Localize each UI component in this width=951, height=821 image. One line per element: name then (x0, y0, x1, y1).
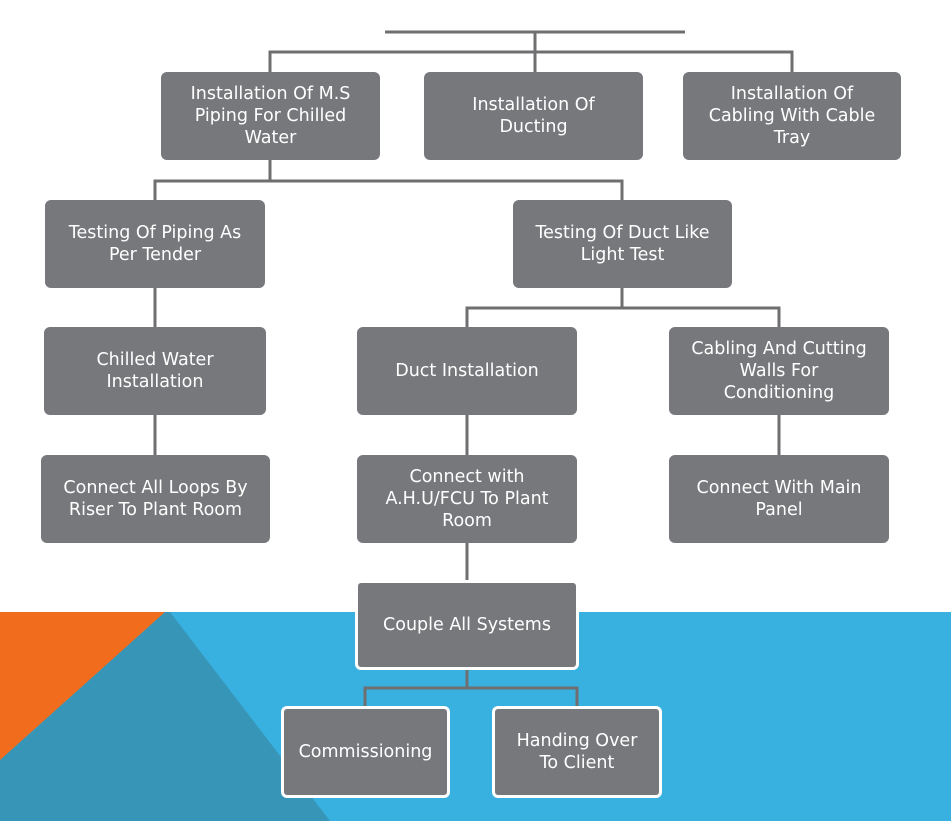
node-commissioning: Commissioning (281, 706, 450, 798)
node-install-cabling-label: Installation Of Cabling With Cable Tray (709, 83, 876, 149)
node-handing-over: Handing Over To Client (492, 706, 662, 798)
node-commissioning-label: Commissioning (299, 741, 433, 763)
node-connect-ahu: Connect with A.H.U/FCU To Plant Room (357, 455, 577, 543)
node-connect-loops: Connect All Loops By Riser To Plant Room (41, 455, 270, 543)
connector-level3 (467, 308, 779, 327)
node-couple-systems: Couple All Systems (355, 580, 579, 670)
node-test-duct: Testing Of Duct Like Light Test (513, 200, 732, 288)
node-connect-panel-label: Connect With Main Panel (697, 477, 862, 521)
node-install-ms-piping-label: Installation Of M.S Piping For Chilled W… (191, 83, 351, 149)
connector-level-final (365, 688, 577, 707)
node-handing-over-label: Handing Over To Client (517, 730, 638, 774)
node-connect-ahu-label: Connect with A.H.U/FCU To Plant Room (385, 466, 548, 532)
node-couple-systems-label: Couple All Systems (383, 614, 551, 636)
node-duct-installation-label: Duct Installation (395, 360, 539, 382)
connector-level2 (155, 181, 622, 200)
node-cabling-cutting-label: Cabling And Cutting Walls For Conditioni… (691, 338, 866, 404)
node-connect-loops-label: Connect All Loops By Riser To Plant Room (63, 477, 247, 521)
node-test-duct-label: Testing Of Duct Like Light Test (535, 222, 709, 266)
node-duct-installation: Duct Installation (357, 327, 577, 415)
node-install-cabling: Installation Of Cabling With Cable Tray (683, 72, 901, 160)
node-install-ducting-label: Installation Of Ducting (472, 94, 594, 138)
node-install-ducting: Installation Of Ducting (424, 72, 643, 160)
node-install-ms-piping: Installation Of M.S Piping For Chilled W… (161, 72, 380, 160)
node-test-piping-label: Testing Of Piping As Per Tender (69, 222, 241, 266)
node-connect-panel: Connect With Main Panel (669, 455, 889, 543)
connector-level1 (270, 52, 792, 72)
node-cabling-cutting: Cabling And Cutting Walls For Conditioni… (669, 327, 889, 415)
node-chilled-water-label: Chilled Water Installation (96, 349, 213, 393)
node-chilled-water: Chilled Water Installation (44, 327, 266, 415)
node-test-piping: Testing Of Piping As Per Tender (45, 200, 265, 288)
